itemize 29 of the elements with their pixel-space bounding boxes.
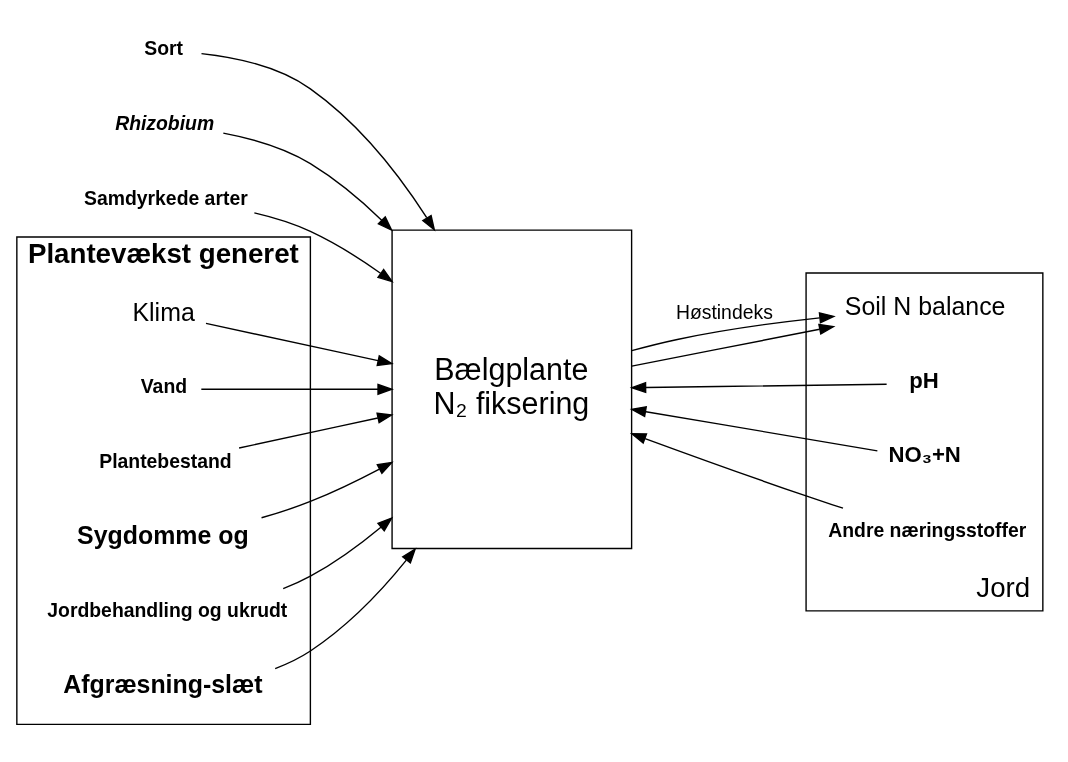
arrow bbox=[200, 383, 394, 396]
arrow bbox=[205, 322, 394, 367]
node-text: Plantebestand bbox=[99, 449, 232, 472]
node-text: Jordbehandling og ukrudt bbox=[47, 599, 288, 622]
arrow bbox=[631, 312, 836, 352]
arrow bbox=[629, 406, 879, 452]
node-text: Andre næringsstoffer bbox=[828, 519, 1027, 542]
arrow bbox=[629, 381, 888, 394]
arrow bbox=[238, 412, 394, 449]
arrow bbox=[274, 547, 417, 670]
node-text: Afgræsning-slæt bbox=[63, 670, 263, 699]
edge-label: Høstindeks bbox=[675, 300, 773, 323]
node-text: Klima bbox=[132, 297, 195, 326]
arrow bbox=[629, 432, 844, 509]
node-text: NO₃+N bbox=[888, 442, 961, 468]
arrow bbox=[222, 132, 394, 232]
node-text: Rhizobium bbox=[115, 111, 215, 134]
node-text: Sort bbox=[144, 37, 183, 60]
node-text: Soil N balance bbox=[844, 292, 1006, 321]
arrow bbox=[282, 516, 394, 590]
node-text: Sygdomme og bbox=[77, 520, 249, 549]
node-text: Samdyrkede arter bbox=[84, 186, 248, 209]
arrow bbox=[260, 461, 394, 519]
node-box: Bælgplante N₂ fiksering bbox=[391, 229, 633, 550]
arrow bbox=[200, 52, 436, 232]
arrow bbox=[631, 323, 836, 367]
arrow bbox=[253, 212, 394, 283]
node-text: pH bbox=[909, 367, 939, 393]
node-text: Vand bbox=[140, 375, 188, 398]
